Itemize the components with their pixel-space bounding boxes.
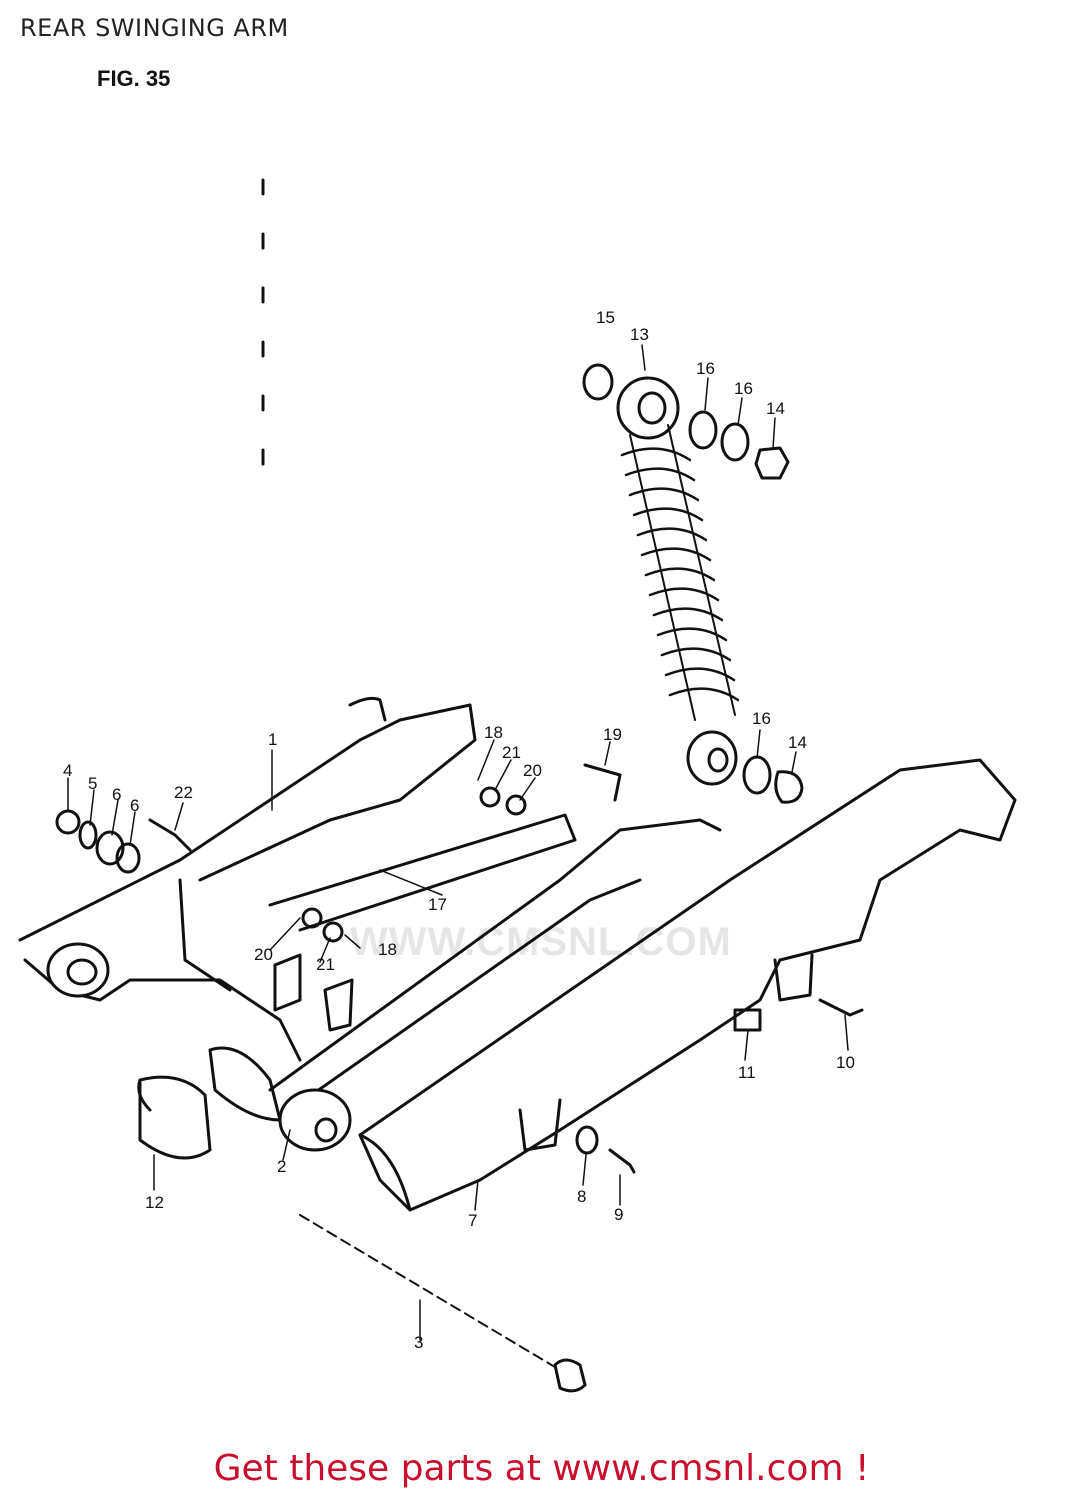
callout-11: 11 <box>738 1063 756 1082</box>
washer-5 <box>78 820 98 850</box>
callout-1: 1 <box>268 730 277 749</box>
callout-15: 15 <box>596 308 615 327</box>
callout-4: 4 <box>63 761 72 780</box>
callout-10: 10 <box>836 1053 855 1072</box>
page-title: REAR SWINGING ARM <box>20 14 289 42</box>
washer-20b <box>301 907 323 929</box>
washer-16-top-a <box>688 410 718 450</box>
callout-17: 17 <box>428 895 447 914</box>
washer-16-top-b <box>720 422 750 462</box>
bushing-12 <box>138 1075 212 1160</box>
callout-6b: 6 <box>130 796 139 815</box>
callout-21a: 21 <box>502 743 521 762</box>
clip-11 <box>733 1008 762 1032</box>
callout-18b: 18 <box>378 940 397 959</box>
callout-16b: 16 <box>734 379 753 398</box>
nut-14-bottom <box>774 770 804 804</box>
callout-3: 3 <box>414 1333 423 1352</box>
washer-6b <box>115 842 141 874</box>
callout-20a: 20 <box>523 761 542 780</box>
callout-13: 13 <box>630 325 649 344</box>
callout-8: 8 <box>577 1187 586 1206</box>
washer-6a <box>95 830 125 866</box>
washer-8 <box>575 1125 599 1155</box>
callout-9: 9 <box>614 1205 623 1224</box>
nut-21b <box>322 921 344 943</box>
callout-6a: 6 <box>112 785 121 804</box>
footer: Get these parts at www.cmsnl.com ! <box>0 1448 1083 1489</box>
pivot-shaft-3 <box>299 1214 561 1371</box>
nut-14-top <box>754 446 790 480</box>
washer-15 <box>582 363 614 401</box>
watermark: WWW.CMSNL.COM <box>350 920 732 964</box>
footer-link[interactable]: Get these parts at www.cmsnl.com ! <box>213 1448 870 1489</box>
callout-20b: 20 <box>254 945 273 964</box>
bolt-9 <box>608 1148 636 1174</box>
callout-14a: 14 <box>766 399 785 418</box>
bolt-22 <box>148 818 192 852</box>
washer-16-bottom <box>742 755 772 795</box>
callout-5: 5 <box>88 774 97 793</box>
callout-14b: 14 <box>788 733 807 752</box>
callout-18a: 18 <box>484 723 503 742</box>
callout-19: 19 <box>603 725 622 744</box>
chain-case <box>358 758 1017 1212</box>
bolt-10 <box>818 998 864 1017</box>
callout-2: 2 <box>277 1157 286 1176</box>
callout-22: 22 <box>174 783 193 802</box>
callout-16a: 16 <box>696 359 715 378</box>
callout-12: 12 <box>145 1193 164 1212</box>
swinging-arm-diagram: 15 13 16 16 14 16 14 18 21 20 19 4 5 6 6… <box>18 178 1017 1393</box>
swinging-arm <box>18 696 722 1152</box>
callout-7: 7 <box>468 1211 477 1230</box>
nut-21a <box>479 786 501 808</box>
figure-number: FIG. 35 <box>97 66 171 91</box>
bolt-19 <box>583 763 622 802</box>
rear-shock-absorber <box>616 376 740 786</box>
callout-16c: 16 <box>752 709 771 728</box>
callout-21b: 21 <box>316 955 335 974</box>
washer-20a <box>505 794 527 816</box>
nut-4 <box>55 809 81 835</box>
